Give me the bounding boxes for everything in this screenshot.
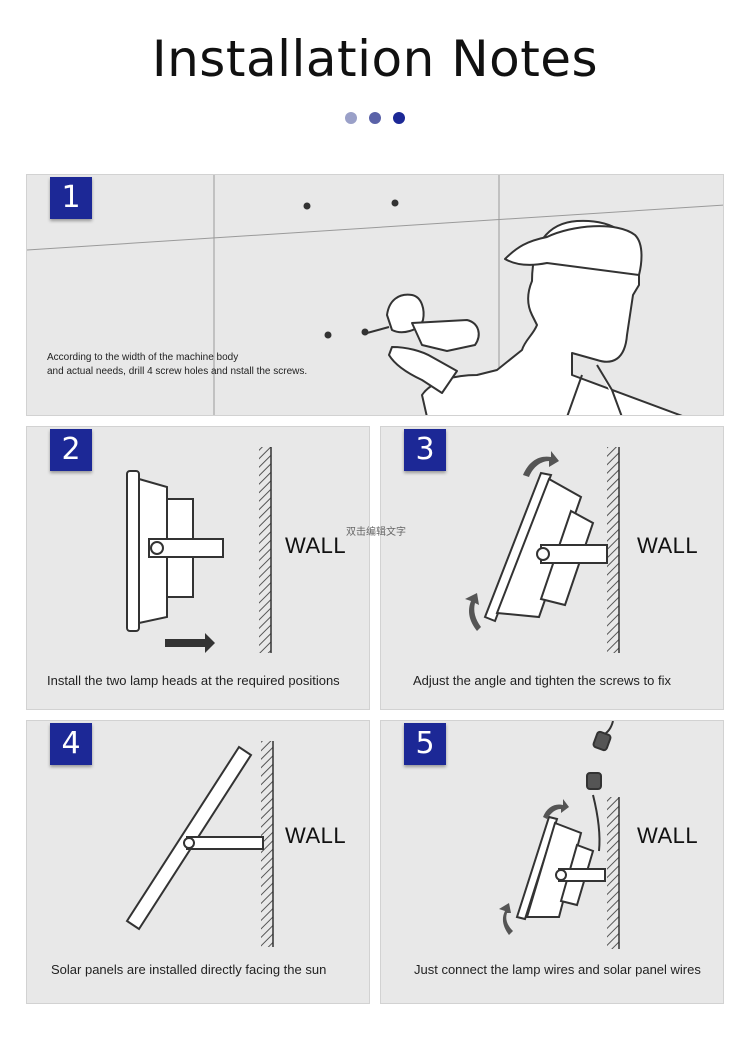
dot-3 (393, 112, 405, 124)
step-4-panel: 4 WALL Solar panels are installed direct… (26, 720, 370, 1004)
pagination-dots (345, 112, 407, 124)
step-3-caption: Adjust the angle and tighten the screws … (413, 673, 671, 688)
step-3-wall-label: WALL (637, 533, 699, 558)
drill-icon (366, 293, 480, 394)
step-2-badge: 2 (50, 429, 92, 471)
step-1-caption-line-1: According to the width of the machine bo… (47, 352, 239, 363)
lamp-head-icon (515, 815, 606, 921)
arrow-right-icon (165, 633, 215, 653)
step-1-caption: According to the width of the machine bo… (47, 351, 357, 379)
step-3-illustration (465, 447, 620, 653)
step-4-caption: Solar panels are installed directly faci… (51, 962, 327, 977)
rotate-arrow-icon (465, 451, 559, 631)
step-2-panel: 2 WALL Install the two lamp heads at the… (26, 426, 370, 710)
step-3-badge: 3 (404, 429, 446, 471)
screw-hole (303, 202, 311, 210)
watermark-text: 双击编辑文字 (346, 527, 406, 538)
dot-2 (369, 112, 381, 124)
step-5-badge: 5 (404, 723, 446, 765)
wall-hatch (261, 741, 273, 947)
lamp-head-icon (126, 470, 224, 632)
solar-panel-icon (125, 745, 264, 931)
step-5-panel: 5 WALL Just connect the lamp wires and s… (380, 720, 724, 1004)
dot-1 (345, 112, 357, 124)
lamp-head-icon (483, 471, 608, 623)
step-1-caption-line-2: and actual needs, drill 4 screw holes an… (47, 366, 308, 377)
step-1-badge: 1 (50, 177, 92, 219)
page-title: Installation Notes (151, 30, 599, 88)
rotate-arrow-icon (499, 799, 569, 935)
worker-figure (421, 219, 683, 415)
step-5-illustration (499, 721, 620, 949)
wall-hatch (607, 797, 619, 949)
step-1-illustration (27, 175, 723, 415)
step-3-panel: 3 WALL Adjust the angle and tighten the … (380, 426, 724, 710)
step-2-illustration (126, 447, 272, 653)
screw-hole (361, 328, 369, 336)
step-2-caption: Install the two lamp heads at the requir… (47, 673, 340, 688)
screw-hole (391, 199, 399, 207)
step-1-panel: 1 According to the width of the machine … (26, 174, 724, 416)
step-5-caption: Just connect the lamp wires and solar pa… (414, 962, 701, 977)
step-5-wall-label: WALL (637, 823, 699, 848)
step-4-badge: 4 (50, 723, 92, 765)
wall-hatch (259, 447, 271, 653)
wall-hatch (607, 447, 619, 653)
step-2-wall-label: WALL (285, 533, 347, 558)
step-4-illustration (125, 741, 274, 947)
step-4-wall-label: WALL (285, 823, 347, 848)
screw-hole (324, 331, 332, 339)
connector-plug-icon (586, 730, 612, 790)
